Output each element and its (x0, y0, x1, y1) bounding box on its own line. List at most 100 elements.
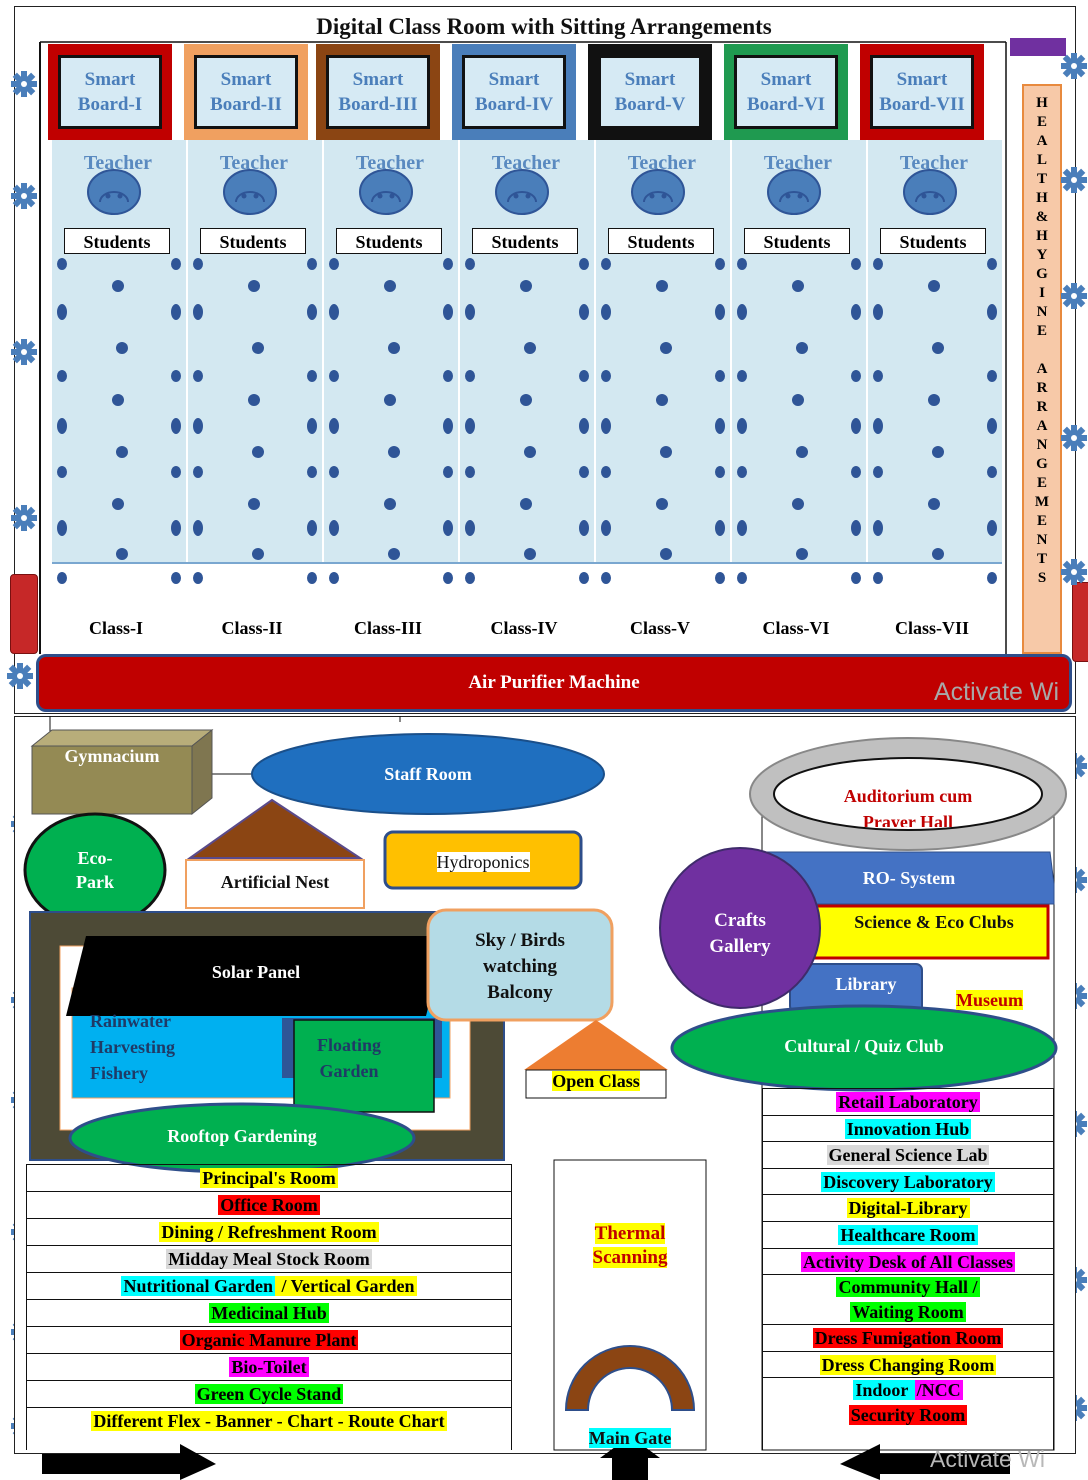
smart-board-line2: Board-III (338, 94, 418, 115)
facility-name: Different Flex - Banner - Chart - Route … (91, 1411, 447, 1431)
student-seat (171, 370, 181, 382)
crafts-gallery-line2: Gallery (709, 936, 771, 957)
gear-icon (1061, 167, 1087, 193)
health-letter: T (1036, 171, 1047, 187)
facility-name: Medicinal Hub (209, 1303, 329, 1323)
health-letter: G (1036, 266, 1048, 282)
health-letter: M (1034, 494, 1050, 510)
student-seat (873, 418, 883, 434)
cultural-club-label: Cultural / Quiz Club (784, 1036, 944, 1056)
thermal-line2: Scanning (554, 1246, 706, 1270)
teacher-icon (767, 169, 821, 215)
facility-row: Activity Desk of All Classes (763, 1247, 1053, 1276)
smart-board-line1: Smart (760, 69, 812, 90)
student-seat (715, 466, 725, 478)
smart-board-line1: Smart (352, 69, 404, 90)
facility-row: Organic Manure Plant (27, 1326, 511, 1354)
student-seat (524, 342, 536, 354)
class-label: Class-VII (894, 618, 969, 638)
student-seat (737, 520, 747, 536)
student-seat (601, 370, 611, 382)
floor-line (52, 562, 1002, 564)
student-seat (465, 258, 475, 270)
student-seat (171, 466, 181, 478)
student-seat (248, 498, 260, 510)
auditorium-line2: Prayer Hall (862, 812, 954, 827)
facility-name: General Science Lab (826, 1145, 990, 1166)
health-letter: & (1035, 209, 1049, 225)
students-label: Students (336, 228, 442, 254)
student-seat (329, 466, 339, 478)
main-gate-text: Main Gate (588, 1428, 672, 1448)
facility-row: Green Cycle Stand (27, 1380, 511, 1408)
student-seat (443, 520, 453, 536)
facility-row: Principal's Room (27, 1164, 511, 1192)
student-seat (307, 572, 317, 584)
student-seat (443, 572, 453, 584)
facility-name: Activity Desk of All Classes (801, 1251, 1015, 1272)
student-seat (715, 520, 725, 536)
teacher-label: Teacher (627, 152, 697, 174)
facility-name: Nutritional Garden (121, 1276, 275, 1296)
health-letter: L (1036, 152, 1047, 168)
student-seat (443, 466, 453, 478)
solar-panel-label: Solar Panel (211, 962, 301, 982)
student-seat (307, 304, 317, 320)
student-seat (248, 394, 260, 406)
student-seat (193, 466, 203, 478)
student-seat (660, 342, 672, 354)
gear-icon (11, 71, 37, 97)
student-seat (524, 446, 536, 458)
facility-row: Discovery Laboratory (763, 1167, 1053, 1196)
student-seat (252, 446, 264, 458)
library-label: Library (835, 974, 897, 994)
museum-label: Museum (956, 990, 1023, 1011)
student-seat (987, 418, 997, 434)
health-letter: H (1036, 228, 1048, 244)
class-label: Class-II (221, 618, 283, 638)
student-seat (116, 548, 128, 560)
health-letter: H (1036, 190, 1048, 206)
students-label: Students (200, 228, 306, 254)
student-seat (715, 304, 725, 320)
facility-name: Waiting Room (850, 1302, 966, 1323)
student-seat (792, 498, 804, 510)
teacher-icon (495, 169, 549, 215)
student-seat (307, 418, 317, 434)
gear-icon (1061, 425, 1087, 451)
museum-text: Museum (956, 990, 1023, 1010)
student-seat (796, 446, 808, 458)
rooftop-label: Rooftop Gardening (167, 1126, 317, 1146)
health-letter: S (1037, 570, 1047, 586)
facility-row: Medicinal Hub (27, 1299, 511, 1327)
student-seat (443, 304, 453, 320)
facility-name: Dress Changing Room (819, 1354, 997, 1375)
student-seat (928, 498, 940, 510)
student-seat (737, 466, 747, 478)
student-seat (851, 418, 861, 434)
student-seat (579, 258, 589, 270)
student-seat (873, 370, 883, 382)
gear-icon (7, 663, 33, 689)
facility-row: General Science Lab (763, 1141, 1053, 1169)
gear-icon (11, 183, 37, 209)
smart-board-line2: Board-I (77, 94, 143, 115)
student-seat (384, 280, 396, 292)
student-seat (873, 520, 883, 536)
smart-board-line1: Smart (220, 69, 272, 90)
health-letter: R (1036, 399, 1048, 415)
artificial-nest-label: Artificial Nest (220, 872, 330, 892)
student-seat (252, 342, 264, 354)
watermark-bottom: Activate Wi (930, 1446, 1046, 1472)
facility-name: Security Room (848, 1405, 968, 1426)
student-seat (329, 370, 339, 382)
facility-name: Principal's Room (200, 1168, 338, 1188)
student-seat (307, 370, 317, 382)
